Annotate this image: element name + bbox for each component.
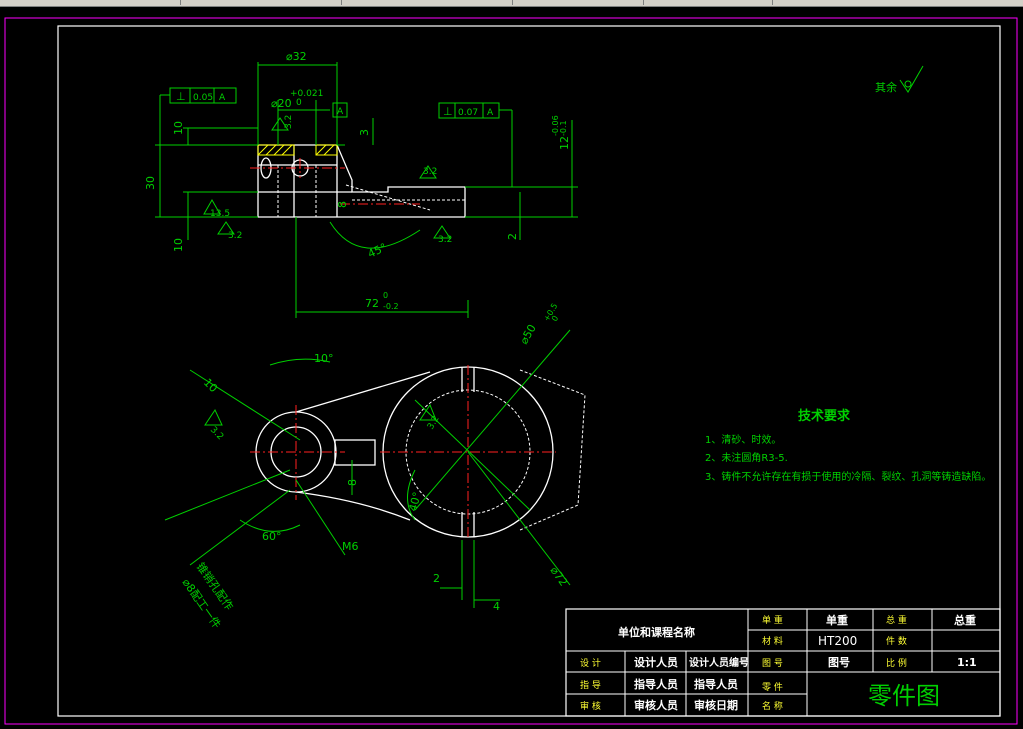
dim-45deg: 45°: [366, 241, 389, 261]
drawing-sheet: ⌀32 ⌀20 +0.021 0 A 3.2 ⊥ 0.05 A 10 30 10…: [4, 17, 1018, 725]
dim-4-bottom: 4: [493, 600, 500, 613]
tb-c3: 材 料: [762, 635, 783, 647]
roughness-2: 3.2: [228, 231, 242, 241]
top-bar-segment: [181, 0, 342, 5]
tb-part-name: 零件图: [868, 682, 940, 710]
perp-ref-2: A: [487, 108, 494, 118]
roughness-5: 3.2: [426, 414, 442, 431]
perp-val-1: 0.05: [193, 93, 213, 103]
tb-r3c: 审核日期: [694, 698, 738, 712]
dim-60deg: 60°: [262, 530, 282, 543]
dim-d50-tol2: 0: [550, 314, 560, 323]
tb-r2a: 指 导: [580, 679, 601, 691]
perp-sym-2: ⊥: [443, 105, 453, 118]
roughness-4: 3.2: [438, 235, 452, 245]
dim-10-bot: 10: [172, 238, 185, 252]
tb-r3a: 审 核: [580, 700, 601, 712]
roughness-1: 3.2: [284, 115, 294, 129]
front-view: ⌀32 ⌀20 +0.021 0 A 3.2 ⊥ 0.05 A 10 30 10…: [144, 50, 578, 318]
tb-c1v: 单重: [826, 613, 848, 627]
top-bar-segment: [342, 0, 513, 5]
dim-2-right: 2: [506, 233, 519, 240]
tb-c2: 总 重: [886, 614, 907, 626]
tb-c4: 件 数: [886, 635, 907, 647]
roughness-other: 其余: [875, 65, 924, 94]
dim-30: 30: [144, 176, 157, 190]
roughness-rest-label: 其余: [875, 80, 897, 94]
drawing-frame: [57, 25, 1001, 717]
dim-10deg: 10°: [314, 352, 334, 365]
tb-r1b: 设计人员: [634, 655, 678, 669]
dim-d50: ⌀50: [517, 322, 539, 346]
tb-r1f: 比 例: [886, 657, 907, 669]
dim-2-bottom: 2: [433, 572, 440, 585]
tech-title: 技术要求: [798, 408, 851, 424]
perp-sym-1: ⊥: [176, 90, 186, 103]
tech-item-1: 1、清砂、时效。: [705, 433, 781, 446]
tech-item-2: 2、未注圆角R3-5.: [705, 451, 788, 464]
dim-12-tol2: -0.1: [559, 120, 568, 136]
tb-c2v: 总重: [954, 613, 976, 627]
dim-d72: ⌀72: [548, 564, 570, 588]
tb-r1e: 图号: [828, 656, 850, 669]
dim-d20-tol: +0.021: [290, 89, 323, 99]
perp-val-2: 0.07: [458, 108, 478, 118]
top-bar-segment: [644, 0, 773, 5]
dim-3: 3: [358, 129, 371, 136]
window-top-bar: [0, 0, 1023, 7]
dim-m6: M6: [342, 540, 359, 553]
tb-r2d: 零 件: [762, 681, 783, 693]
dim-d32: ⌀32: [286, 50, 307, 63]
dim-d20: ⌀20: [271, 97, 292, 110]
top-bar-segment: [0, 0, 181, 5]
dim-72-tol2: -0.2: [383, 302, 399, 311]
tb-r1d: 图 号: [762, 658, 783, 669]
top-bar-segment: [513, 0, 644, 5]
dim-8-front: 8: [336, 201, 349, 208]
datum-a: A: [337, 107, 344, 117]
dim-72: 72: [365, 297, 379, 310]
dim-10-top: 10: [172, 121, 185, 135]
cad-drawing-canvas[interactable]: ⌀32 ⌀20 +0.021 0 A 3.2 ⊥ 0.05 A 10 30 10…: [0, 7, 1023, 729]
tb-r1c: 设计人员编号: [689, 656, 749, 669]
dim-13-5: 13.5: [210, 209, 230, 219]
dim-72-tol: 0: [383, 291, 388, 300]
title-block: 单位和课程名称 单 重 单重 总 重 总重 材 料 HT200 件 数 设 计 …: [565, 608, 1001, 717]
technical-requirements: 技术要求 1、清砂、时效。 2、未注圆角R3-5. 3、铸件不允许存在有损于使用…: [705, 408, 991, 483]
tb-c1: 单 重: [762, 614, 783, 626]
tb-c3v: HT200: [818, 634, 857, 648]
dim-12: 12: [558, 136, 571, 150]
dim-d20-tol-low: 0: [296, 98, 302, 108]
tb-unit: 单位和课程名称: [618, 625, 695, 639]
plan-view: ⌀50 +0.5 0 ⌀72 3.2 3.2 10 10° 60° 40° M6…: [164, 302, 586, 631]
tb-r3b: 审核人员: [634, 698, 678, 712]
tb-r1g: 1:1: [957, 656, 977, 669]
sheet-border: [4, 17, 1018, 725]
tb-r1a: 设 计: [580, 657, 601, 669]
dim-8-plan: 8: [346, 479, 359, 486]
dim-12-tol: -0.06: [551, 115, 560, 136]
tb-r2c: 指导人员: [694, 677, 738, 691]
tb-r3d: 名 称: [762, 700, 783, 712]
tech-item-3: 3、铸件不允许存在有损于使用的冷隔、裂纹、孔洞等铸造缺陷。: [705, 470, 991, 483]
roughness-3: 3.2: [423, 167, 437, 177]
dim-40deg: 40°: [406, 491, 424, 513]
tb-r2b: 指导人员: [634, 677, 678, 691]
roughness-6: 3.2: [208, 425, 225, 442]
perp-ref-1: A: [219, 93, 226, 103]
